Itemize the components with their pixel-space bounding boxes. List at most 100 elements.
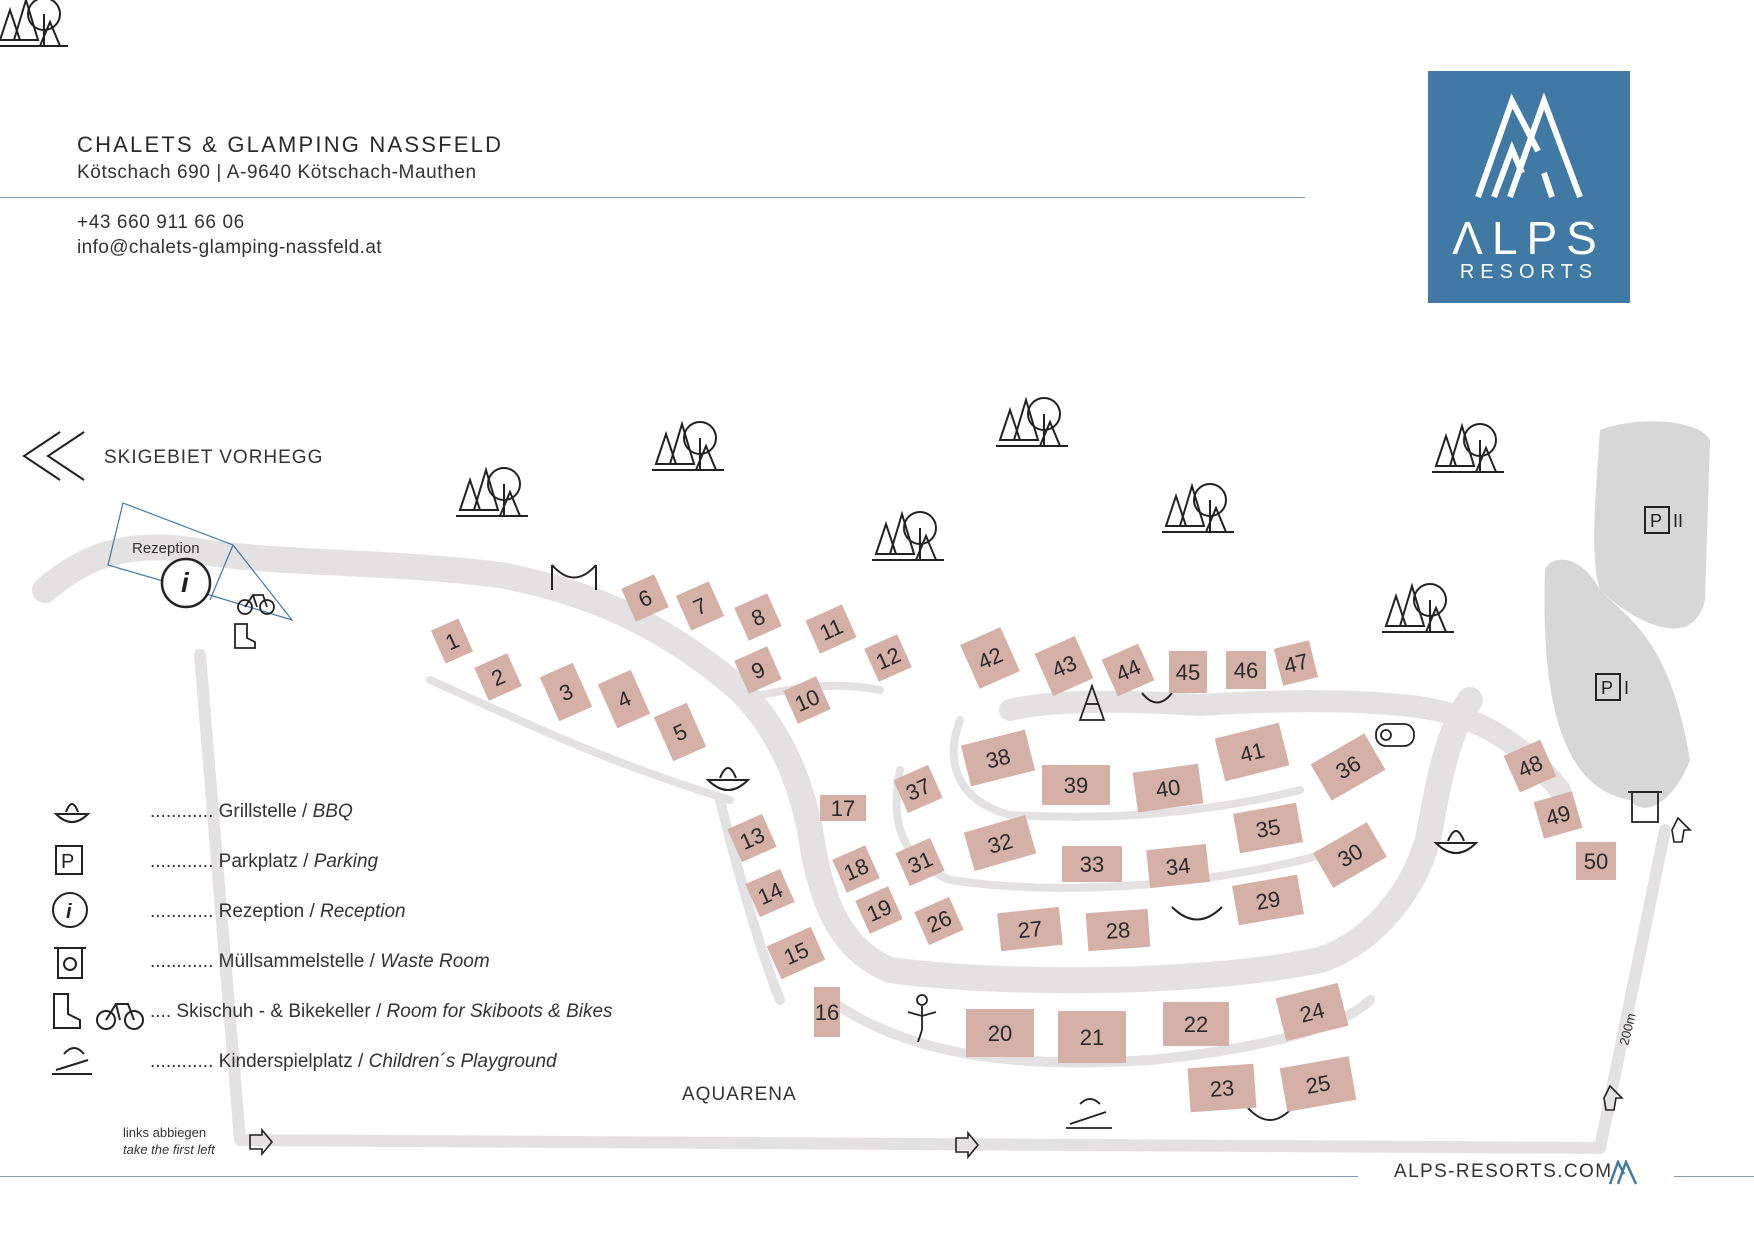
chalet-29: 29 (1232, 874, 1304, 926)
chalet-41: 41 (1214, 722, 1290, 782)
email-address[interactable]: info@chalets-glamping-nassfeld.at (77, 237, 382, 258)
west-access-road (194, 649, 1671, 1154)
chalet-box (1273, 640, 1319, 686)
legend-reception: i ............ Rezeption / Reception (50, 890, 670, 936)
chalet-1: 1 (430, 618, 474, 664)
directions-en: take the first left (123, 1142, 215, 1157)
chalet-box (895, 837, 945, 887)
chalet-number: 29 (1254, 886, 1282, 915)
forest-icon (651, 421, 725, 471)
chalet-box (1085, 908, 1151, 952)
playground-icon (52, 1047, 92, 1075)
chalet-42: 42 (960, 627, 1020, 689)
chalet-number: 35 (1254, 814, 1282, 843)
chalet-number: 47 (1281, 648, 1311, 678)
chalet-27: 27 (997, 906, 1063, 952)
svg-text:P: P (1650, 511, 1662, 531)
chalet-box (914, 896, 964, 946)
forest-icon (1381, 583, 1455, 633)
chalet-12: 12 (864, 634, 912, 682)
chalet-50: 50 (1576, 842, 1616, 880)
chalet-number: 46 (1234, 658, 1258, 683)
chalet-box (864, 634, 912, 682)
chalet-box (1146, 843, 1210, 889)
chalet-box (1169, 651, 1207, 693)
chalet-box (1062, 846, 1122, 882)
chalet-box (1058, 1011, 1126, 1063)
chalet-25: 25 (1279, 1056, 1357, 1112)
chalet-box (1313, 822, 1387, 888)
chalet-box (997, 906, 1063, 952)
lane-6-12 (606, 596, 884, 704)
chalet-39: 39 (1042, 765, 1110, 805)
direction-arrow-icon (249, 816, 1692, 1160)
climbing-tower-icon (1078, 683, 1106, 721)
chalet-8: 8 (734, 593, 782, 641)
chalet-number: 17 (831, 796, 855, 821)
footer-divider-left (0, 1176, 1358, 1177)
reception-label: Rezeption (132, 540, 200, 557)
chalet-box (960, 627, 1020, 689)
chalet-box (653, 702, 707, 762)
yoga-figure-icon (907, 994, 937, 1043)
chalet-box (783, 676, 831, 724)
chalet-number: 22 (1184, 1012, 1208, 1037)
chalet-number: 16 (815, 1000, 839, 1025)
chalet-number: 39 (1064, 773, 1088, 798)
chalet-box (734, 593, 782, 641)
chalet-6: 6 (621, 574, 669, 622)
chalet-box (814, 987, 840, 1037)
fire-bowl-icon (53, 803, 91, 823)
chalet-box (1101, 643, 1155, 697)
alps-resorts-logo: ΛLPS RESORTS (1428, 71, 1630, 303)
chalet-47: 47 (1273, 640, 1319, 686)
chalet-number: 45 (1176, 660, 1200, 685)
forest-icon (1161, 483, 1235, 533)
chalet-number: 28 (1105, 917, 1131, 944)
upper-loop-road (999, 690, 1571, 801)
reception-building (107, 502, 294, 622)
chalet-box (1503, 739, 1557, 793)
chalet-15: 15 (766, 926, 826, 980)
chalet-number: 34 (1165, 853, 1192, 880)
chalet-box (539, 662, 593, 722)
chalet-box (1310, 733, 1386, 801)
chalet-box (966, 1009, 1034, 1057)
parking-sign-2: P II (1644, 506, 1683, 534)
chalet-box (1275, 982, 1349, 1042)
footer-website[interactable]: ALPS-RESORTS.COM (1394, 1161, 1613, 1182)
forest-icon (995, 397, 1069, 447)
skigebiet-label: SKIGEBIET VORHEGG (104, 447, 324, 468)
chalet-36: 36 (1310, 733, 1386, 801)
svg-text:I: I (1624, 678, 1629, 698)
chalet-box (1042, 765, 1110, 805)
woodpile-icon (1375, 723, 1415, 747)
chalet-43: 43 (1034, 636, 1094, 696)
chalet-box (621, 574, 669, 622)
chalet-44: 44 (1101, 643, 1155, 697)
chalet-48: 48 (1503, 739, 1557, 793)
logo-brand-bottom: RESORTS (1459, 261, 1599, 283)
chalet-28: 28 (1085, 908, 1151, 952)
recycling-bin-icon (54, 947, 86, 979)
chalet-21: 21 (1058, 1011, 1126, 1063)
forest-icon (0, 0, 68, 47)
parking-area-2 (1594, 421, 1710, 629)
chalet-box (766, 926, 826, 980)
legend-bbq: ............ Grillstelle / BBQ (50, 790, 670, 836)
phone-number[interactable]: +43 660 911 66 06 (77, 212, 245, 233)
chalet-46: 46 (1226, 651, 1266, 689)
chalet-box (1232, 874, 1304, 926)
chalet-box (675, 581, 725, 631)
chalet-number: 23 (1209, 1075, 1235, 1102)
parking-sign-1: P I (1595, 673, 1629, 701)
legend-waste: ............ Müllsammelstelle / Waste Ro… (50, 940, 670, 986)
chalet-box (1132, 763, 1204, 813)
chalet-49: 49 (1533, 791, 1583, 839)
chalet-box (474, 653, 522, 701)
chalet-number: 25 (1304, 1070, 1332, 1099)
chalet-box (1034, 636, 1094, 696)
chalet-box (1233, 802, 1303, 854)
chalet-22: 22 (1163, 1002, 1229, 1046)
